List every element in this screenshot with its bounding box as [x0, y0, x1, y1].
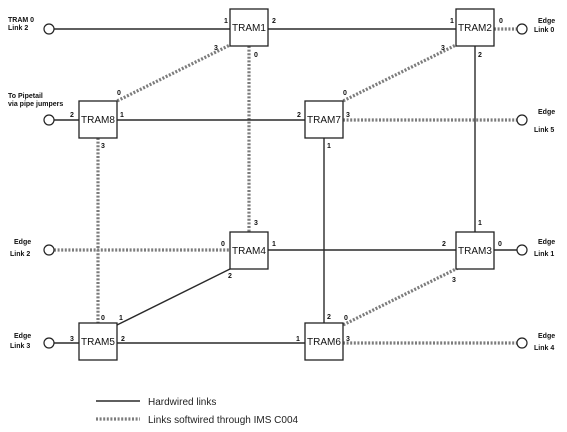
port-label: 2 — [327, 314, 331, 321]
terminal-label: Edge — [538, 333, 555, 340]
terminal-label: Link 2 — [8, 25, 28, 32]
node-label: TRAM7 — [307, 115, 341, 126]
node-label: TRAM4 — [232, 246, 266, 257]
node-tram7: TRAM7 — [304, 100, 344, 139]
port-label: 3 — [452, 277, 456, 284]
node-tram1: TRAM1 — [229, 8, 269, 47]
node-label: TRAM6 — [307, 337, 341, 348]
node-label: TRAM1 — [232, 23, 266, 34]
node-box — [78, 322, 118, 361]
terminal-label: Edge — [14, 333, 31, 340]
softwired-link-tram3-tram6 — [342, 266, 459, 327]
node-box — [304, 322, 344, 361]
port-label: 3 — [254, 220, 258, 227]
node-box — [455, 231, 495, 270]
port-label: 1 — [478, 220, 482, 227]
node-box — [304, 100, 344, 139]
port-label: 0 — [117, 90, 121, 97]
terminal-label: Link 1 — [534, 251, 554, 258]
terminal-edge-link4 — [516, 337, 528, 349]
node-label: TRAM8 — [81, 115, 115, 126]
node-tram6: TRAM6 — [304, 322, 344, 361]
port-label: 3 — [346, 336, 350, 343]
node-box — [455, 8, 495, 47]
terminal-label: To Pipetail — [8, 93, 43, 100]
port-label: 0 — [344, 315, 348, 322]
node-box — [229, 231, 269, 270]
port-label: 0 — [221, 241, 225, 248]
node-box — [78, 100, 118, 139]
terminal-label: via pipe jumpers — [8, 101, 63, 108]
port-label: 2 — [478, 52, 482, 59]
terminal-edge-link5 — [516, 114, 528, 126]
terminal-edge-link1 — [516, 244, 528, 256]
node-box — [229, 8, 269, 47]
softwired-link-tram2-tram7 — [342, 42, 459, 103]
port-label: 2 — [272, 18, 276, 25]
terminal-pipetail — [43, 114, 55, 126]
softwired-link-tram1-tram8 — [116, 42, 233, 103]
port-label: 3 — [214, 45, 218, 52]
terminal-label: Link 4 — [534, 345, 554, 352]
hardwired-link-tram4-tram5 — [116, 267, 233, 326]
port-label: 0 — [499, 18, 503, 25]
port-label: 1 — [296, 336, 300, 343]
port-label: 1 — [450, 18, 454, 25]
terminal-edge-link2 — [43, 244, 55, 256]
port-label: 2 — [70, 112, 74, 119]
legend-label-hard: Hardwired links — [148, 397, 216, 408]
terminal-edge-link0 — [516, 23, 528, 35]
terminal-edge-link3 — [43, 337, 55, 349]
node-label: TRAM5 — [81, 337, 115, 348]
port-label: 0 — [343, 90, 347, 97]
port-label: 1 — [272, 241, 276, 248]
terminal-label: TRAM 0 — [8, 17, 34, 24]
node-tram3: TRAM3 — [455, 231, 495, 270]
node-tram5: TRAM5 — [78, 322, 118, 361]
terminal-label: Link 3 — [10, 343, 30, 350]
port-label: 3 — [70, 336, 74, 343]
node-label: TRAM2 — [458, 23, 492, 34]
port-label: 0 — [254, 52, 258, 59]
port-label: 2 — [442, 241, 446, 248]
node-tram2: TRAM2 — [455, 8, 495, 47]
port-label: 1 — [327, 143, 331, 150]
terminal-label: Link 5 — [534, 127, 554, 134]
port-label: 3 — [101, 143, 105, 150]
terminal-label: Link 0 — [534, 27, 554, 34]
terminal-label: Link 2 — [10, 251, 30, 258]
node-tram4: TRAM4 — [229, 231, 269, 270]
terminal-label: Edge — [538, 18, 555, 25]
port-label: 2 — [121, 336, 125, 343]
port-label: 3 — [441, 45, 445, 52]
port-label: 2 — [297, 112, 301, 119]
node-tram8: TRAM8 — [78, 100, 118, 139]
port-label: 3 — [346, 112, 350, 119]
node-label: TRAM3 — [458, 246, 492, 257]
terminal-label: Edge — [538, 109, 555, 116]
port-label: 1 — [120, 112, 124, 119]
port-label: 0 — [498, 241, 502, 248]
port-label: 0 — [101, 315, 105, 322]
legend-label-soft: Links softwired through IMS C004 — [148, 415, 299, 426]
terminal-label: Edge — [14, 239, 31, 246]
port-label: 1 — [119, 315, 123, 322]
port-label: 1 — [224, 18, 228, 25]
port-label: 2 — [228, 273, 232, 280]
terminal-tram0-link2 — [43, 23, 55, 35]
terminal-label: Edge — [538, 239, 555, 246]
